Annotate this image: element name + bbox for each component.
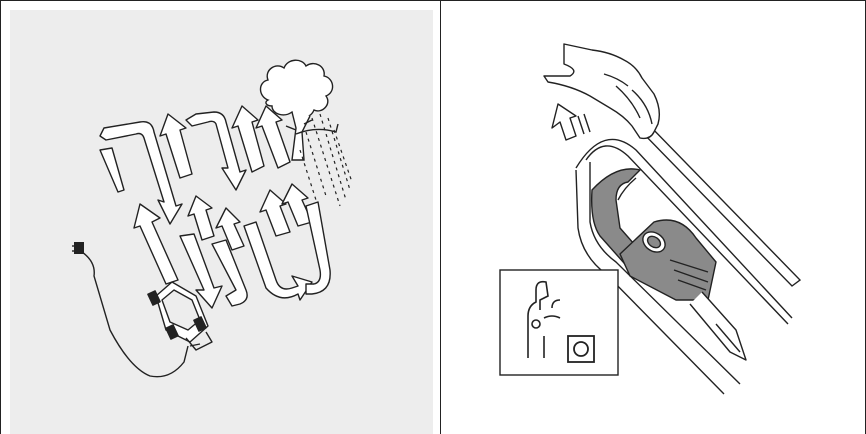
power-cable [81,251,189,378]
switch-handle-panel [440,0,866,434]
mowing-pattern-panel [0,0,440,434]
switch-off-symbol-icon [499,269,619,376]
power-plug-icon [72,242,84,254]
hand-icon [543,43,661,140]
up-arrow-icon [551,103,591,141]
mowing-pattern-illustration [0,0,440,434]
switch-handle-illustration [440,0,866,434]
rain-icon [299,113,353,207]
switch-housing [619,219,747,361]
bottom-row-arrows [133,183,331,309]
top-row-arrows [99,105,291,225]
lawn-mower-icon [147,281,213,351]
tree-icon [259,59,334,161]
